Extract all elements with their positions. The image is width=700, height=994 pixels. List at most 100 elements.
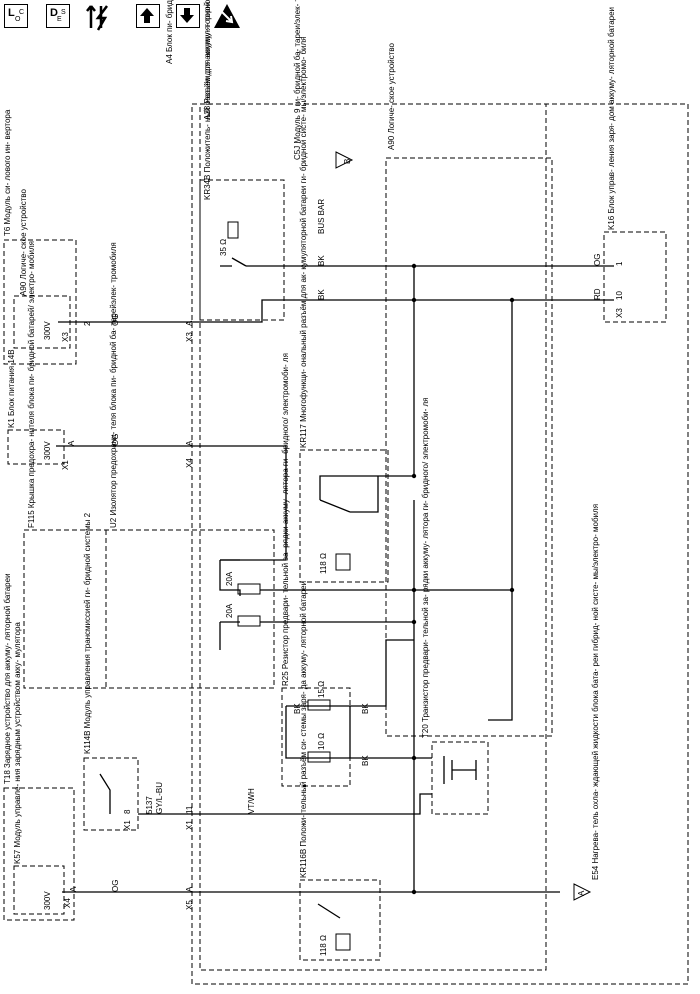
a90-boundary <box>385 157 553 737</box>
kr34b-boundary <box>199 179 285 321</box>
label-a28: A28 Разъём для аккуму- торной батарей ги… <box>203 0 212 120</box>
label-kr117: KR117 Многофункци- ональный разъём для а… <box>299 36 308 448</box>
label-a90-t6: A90 Логиче- ское устройство <box>19 188 28 296</box>
desc-button-sup: S <box>61 9 66 16</box>
desc-button-sub: E <box>57 16 62 23</box>
c5j-triangle <box>335 151 354 169</box>
wire-label-og-k1: OG <box>111 434 120 446</box>
e54-triangle <box>573 883 592 901</box>
label-t6: T6 Модуль си- лового ин- вертора <box>3 109 12 236</box>
k1-boundary <box>7 429 65 465</box>
pin-a-e54: A <box>577 890 586 896</box>
rating-118-kr116b: 118 Ω <box>319 935 328 956</box>
splice-dots <box>411 263 515 895</box>
r10-resistor <box>307 751 331 763</box>
t20-transistor <box>443 756 477 784</box>
wire-label-bk-5: BK <box>361 755 370 766</box>
k16-boundary <box>603 231 667 323</box>
conn-x3-t6: X3 <box>61 332 70 342</box>
kr116b-coil <box>335 933 351 951</box>
kr34b-switch <box>220 257 247 267</box>
label-k57: K57 Модуль управле- ния зарядным устройс… <box>13 622 22 864</box>
pin-10-k16: 10 <box>615 291 624 300</box>
fuse-20a-1 <box>237 583 261 595</box>
wire-label-vtwh: VT/WH <box>247 788 256 814</box>
label-u2: U2 Изолятор предохрани- теля блока пи- б… <box>109 242 118 528</box>
k57-boundary <box>13 865 65 915</box>
label-a4: A4 Блок пи- бридной ба- тарейэлек- тромо… <box>165 0 174 64</box>
loc-button-sup: C <box>19 9 25 16</box>
arrow-up-button[interactable] <box>136 4 160 28</box>
label-kr116b: KR116B Положи- тельный разъём си- стемы … <box>299 581 308 878</box>
a4-boundary <box>191 103 689 985</box>
label-e54: E54 Нагрева- тель охла- ждающей жидкости… <box>591 504 600 880</box>
conn-x1-a4: X1 <box>185 820 194 830</box>
wire-vtwh <box>138 793 432 815</box>
wire-label-og-k16: OG <box>593 254 602 266</box>
wire-rd-t20 <box>488 300 513 721</box>
kr117-coil <box>335 553 351 571</box>
r15-resistor <box>307 699 331 711</box>
wire-r25 <box>285 705 351 759</box>
label-r25: R25 Резистор предвари- тельной за- рядки… <box>281 353 290 686</box>
conn-x3-a4: X3 <box>185 332 194 342</box>
loc-button-label: L <box>8 7 15 19</box>
wiring-bolt-icon[interactable] <box>86 2 116 32</box>
kr116b-boundary <box>299 879 381 961</box>
wire-label-rd: RD <box>593 288 602 300</box>
rating-35: 35 Ω <box>219 239 228 256</box>
label-k16: K16 Блок управ- ления заря- дом аккуму- … <box>607 7 616 230</box>
pin-1-k16: 1 <box>615 261 624 266</box>
pin-a-x3: A <box>185 320 194 326</box>
arrow-up-icon <box>140 8 154 23</box>
esd-warning-icon[interactable] <box>212 2 242 32</box>
kr117-boundary <box>299 449 389 583</box>
loc-button-sub: O <box>15 16 21 23</box>
wire-label-og-k57: OG <box>111 880 120 892</box>
wire-label-gylbu: GY/L-BU <box>155 782 164 814</box>
label-k114b: K114B Модуль управления трансмиссией ги-… <box>83 512 92 754</box>
loc-button[interactable]: L O C <box>4 4 28 28</box>
wire-label-5137: 5137 <box>145 796 154 814</box>
wire-label-bk-3: BK <box>293 703 302 714</box>
f115-boundary <box>23 529 275 689</box>
conn-x1-k1: X1 <box>61 460 70 470</box>
desc-button[interactable]: D E S <box>46 4 70 28</box>
wire-label-bk-2: BK <box>317 289 326 300</box>
wire-x4-fuse <box>220 446 287 561</box>
rating-118-kr117: 118 Ω <box>319 553 328 574</box>
label-300v-t6: 300V <box>43 321 52 340</box>
wire-label-og-t6: OG <box>111 314 120 326</box>
wire-label-bus-bar: BUS BAR <box>317 199 326 234</box>
label-t20: T20 Транзистор предвари- тельной за- ряд… <box>421 397 430 738</box>
label-k1: K1 Блок питания 14В <box>7 349 16 428</box>
kr34b-coil <box>227 221 239 239</box>
t18-boundary <box>3 787 75 921</box>
fuse-20a-2 <box>237 615 261 627</box>
pin-a-x4: A <box>185 440 194 446</box>
pin-11-x1: 11 <box>185 805 194 814</box>
t20-boundary <box>431 741 489 815</box>
wire-r25-in <box>350 639 414 707</box>
wire-kr117-top <box>319 266 415 500</box>
label-kr34b: KR34B Положитель- ный разъём для аккумул… <box>203 0 212 200</box>
conn-x5-a4: X5 <box>185 900 194 910</box>
kr117-switch <box>319 476 379 513</box>
wire-fuse-a <box>219 560 512 596</box>
pin-2-t6: 2 <box>83 321 92 326</box>
label-c5j: C5J Модуль 9 ги- бридной ба- тареи/элек-… <box>293 0 302 160</box>
pin-a-x5: A <box>185 886 194 892</box>
label-300v-k1: 300V <box>43 441 52 460</box>
rating-fuse-20a-2: 20A <box>225 603 234 618</box>
pin-a-k1: A <box>67 440 76 446</box>
kr116b-switch <box>317 903 341 919</box>
pin-a-k57: A <box>69 886 78 892</box>
r25-boundary <box>281 687 351 787</box>
arrow-down-button[interactable] <box>176 4 200 28</box>
k114b-switch <box>99 773 111 814</box>
pin-b-c5j: B <box>343 159 352 164</box>
wire-rd <box>200 299 614 323</box>
label-300v-k57: 300V <box>43 891 52 910</box>
conn-x4-a4: X4 <box>185 458 194 468</box>
